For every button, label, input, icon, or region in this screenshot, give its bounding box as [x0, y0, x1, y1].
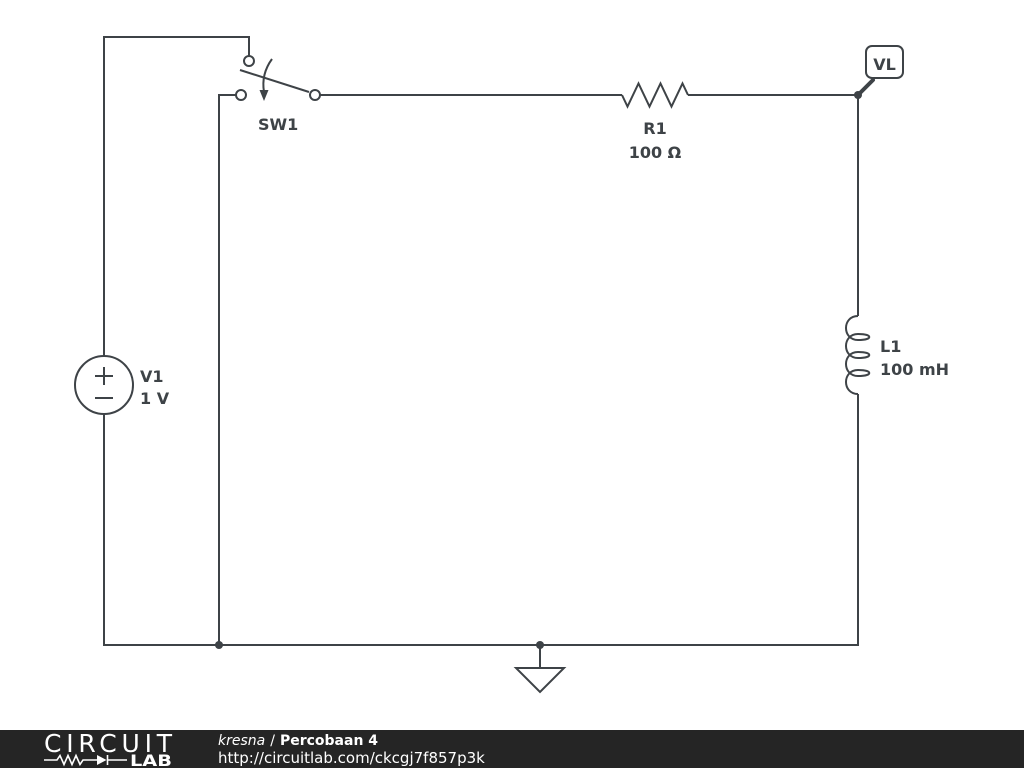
resistor-zigzag — [621, 81, 689, 109]
footer-background — [0, 730, 1024, 768]
source-label: V1 — [140, 367, 164, 386]
switch-label: SW1 — [258, 115, 298, 134]
switch-terminal-top — [243, 55, 255, 67]
logo-text-circuit: CIRCUIT — [44, 729, 173, 758]
footer-bar: CIRCUIT LAB kresna / Percobaan 4 http://ci… — [0, 729, 1024, 768]
voltage-probe-vl: VL — [854, 45, 904, 99]
junction-dot-inner-left — [215, 641, 223, 649]
canvas-background — [0, 0, 1024, 730]
wire-inner-left — [218, 94, 236, 645]
junction-dot-ground — [536, 641, 544, 649]
author-name: kresna — [218, 733, 265, 749]
inductor-l1: L1 100 mH — [845, 315, 949, 395]
wire-bottom-rail — [103, 394, 859, 646]
resistor-value: 100 Ω — [629, 143, 682, 162]
circuitlab-logo: CIRCUIT LAB — [44, 729, 173, 768]
inductor-value: 100 mH — [880, 360, 949, 379]
circuit-title: Percobaan 4 — [280, 733, 378, 749]
plus-sign — [95, 367, 113, 385]
circuit-url[interactable]: http://circuitlab.com/ckcgj7f857p3k — [218, 749, 485, 767]
switch-sw1: SW1 — [235, 55, 321, 134]
wires — [103, 36, 859, 668]
source-value: 1 V — [140, 389, 170, 408]
switch-terminal-common — [309, 89, 321, 101]
switch-action-arrow — [262, 58, 273, 93]
ground-symbol — [513, 667, 567, 694]
wire-source-to-switch-top — [103, 36, 250, 356]
probe-label: VL — [873, 55, 896, 74]
voltage-source-v1: V1 1 V — [74, 355, 170, 415]
resistor-diode-icon — [44, 753, 127, 767]
inductor-coil — [845, 315, 871, 395]
probe-flag — [865, 45, 904, 79]
footer-title-line: kresna / Percobaan 4 — [218, 733, 378, 749]
switch-arrowhead — [259, 90, 269, 101]
resistor-r1: R1 100 Ω — [621, 81, 689, 162]
switch-terminal-bottom — [235, 89, 247, 101]
switch-blade — [239, 69, 310, 93]
logo-text-lab: LAB — [130, 751, 172, 768]
diode-triangle-icon — [97, 755, 107, 765]
junction-dot-probe-node — [854, 91, 862, 99]
title-separator: / — [270, 733, 275, 749]
inductor-label: L1 — [880, 337, 901, 356]
resistor-label: R1 — [643, 119, 666, 138]
